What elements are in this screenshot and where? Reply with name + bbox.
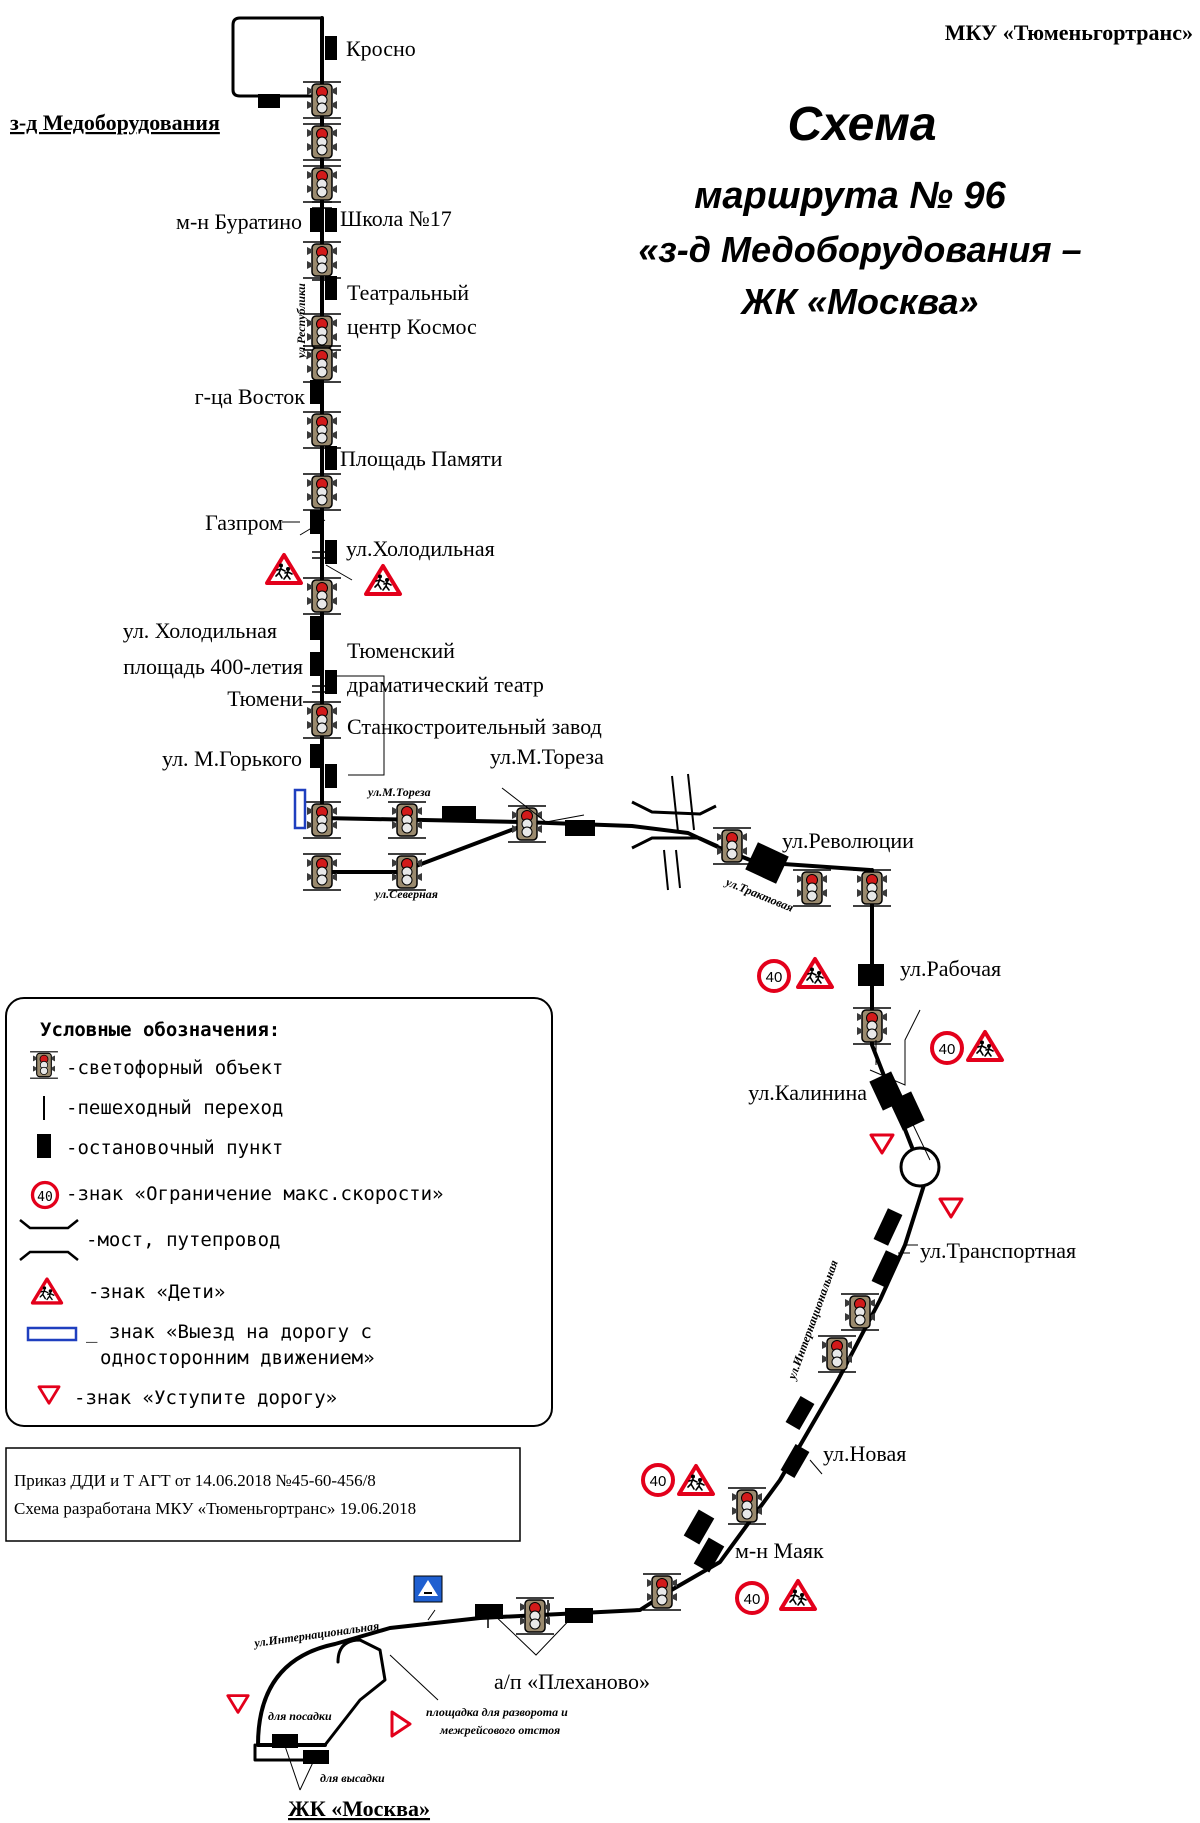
stop-vostok: г-ца Восток <box>195 384 306 409</box>
legend: Условные обозначения: -светофорный объек… <box>5 997 553 1427</box>
speed-limit-value: 40 <box>766 969 783 986</box>
legend-title: Условные обозначения: <box>40 1019 280 1041</box>
route-number: маршрута № 96 <box>694 175 1006 217</box>
speed-limit-value: 40 <box>650 1473 667 1490</box>
stop-kosmos: Театральный <box>347 280 469 305</box>
street-respubliki: ул.Республики <box>294 283 308 360</box>
stop-ploshad400-2: Тюмени <box>227 686 303 711</box>
legend-crossing: -пешеходный переход <box>66 1097 283 1119</box>
legend-bridge: -мост, путепровод <box>86 1229 280 1251</box>
stop-pamyati: Площадь Памяти <box>340 446 503 471</box>
scheme-title: Схема <box>787 98 936 151</box>
speed-limit-value: 40 <box>744 1591 761 1608</box>
route-name-line2: ЖК «Москва» <box>739 281 978 322</box>
footer-order: Приказ ДДИ и Т АГТ от 14.06.2018 №45-60-… <box>14 1471 376 1490</box>
stop-teatr: Тюменский <box>347 638 455 663</box>
stop-ploshad400: площадь 400-летия <box>123 654 303 679</box>
pointer-lines <box>282 519 931 1791</box>
legend-traffic-light: -светофорный объект <box>66 1057 283 1079</box>
oneway-sign-icon <box>293 788 307 830</box>
terminal-start: з-д Медоборудования <box>10 110 220 135</box>
street-toreza: ул.М.Тореза <box>366 785 431 799</box>
stop-teatr-2: драматический театр <box>347 672 544 697</box>
stop-stankozavod: Станкостроительный завод <box>347 714 602 739</box>
stop-krosno: Кросно <box>346 36 416 61</box>
speed-limit-value: 40 <box>939 1041 956 1058</box>
legend-children: -знак «Дети» <box>88 1281 225 1303</box>
footer-box: Приказ ДДИ и Т АГТ от 14.06.2018 №45-60-… <box>5 1447 521 1542</box>
stop-kosmos-2: центр Космос <box>347 314 477 339</box>
legend-oneway-2: односторонним движением» <box>100 1347 375 1369</box>
crosswalk-sign-icon <box>413 1575 443 1603</box>
street-severnaya: ул.Северная <box>373 887 438 901</box>
footer-developed: Схема разработана МКУ «Тюменьгортранс» 1… <box>14 1499 416 1518</box>
stop-plekhanovo: а/п «Плеханово» <box>494 1669 650 1694</box>
bridge-icon <box>631 773 719 891</box>
street-internatsionalnaya-south: ул.Интернациональная <box>251 1619 380 1651</box>
stop-novaya: ул.Новая <box>823 1441 906 1466</box>
stop-markers <box>258 36 925 1764</box>
legend-speed-value: 40 <box>37 1190 53 1205</box>
note-posadka: для посадки <box>268 1709 332 1723</box>
stop-kholodilnaya-east: ул.Холодильная <box>346 536 495 561</box>
legend-stop: -остановочный пункт <box>66 1137 283 1159</box>
org-name: МКУ «Тюменьгортранс» <box>945 20 1193 45</box>
stop-buratino: м-н Буратино <box>176 209 302 234</box>
yield-sign-right <box>390 1710 412 1738</box>
stop-rabochaya: ул.Рабочая <box>900 956 1001 981</box>
note-vysadka: для высадки <box>320 1771 385 1785</box>
stop-gorkogo: ул. М.Горького <box>162 746 302 771</box>
stop-kholodilnaya-west: ул. Холодильная <box>123 618 277 643</box>
legend-oneway: _ знак «Выезд на дорогу с <box>86 1321 372 1343</box>
stop-school17: Школа №17 <box>340 206 452 231</box>
legend-yield: -знак «Уступите дорогу» <box>74 1387 337 1409</box>
stop-gazprom: Газпром <box>205 510 283 535</box>
note-ploshadka: площадка для разворота и <box>426 1705 568 1719</box>
stop-revolyutsii: ул.Революции <box>782 828 914 853</box>
speed-limit-signs <box>641 959 964 1615</box>
route-name-line1: «з-д Медоборудования – <box>638 229 1081 270</box>
stop-toreza: ул.М.Тореза <box>490 744 604 769</box>
roundabout <box>899 1146 941 1188</box>
stop-mayak: м-н Маяк <box>735 1538 824 1563</box>
stop-transportnaya: ул.Транспортная <box>920 1238 1076 1263</box>
stop-kalinina: ул.Калинина <box>748 1080 867 1105</box>
street-traktovaya: ул.Трактовая <box>722 874 796 915</box>
note-ploshadka-2: межрейсового отстоя <box>439 1723 560 1737</box>
terminal-end: ЖК «Москва» <box>288 1796 430 1821</box>
legend-speed: -знак «Ограничение макс.скорости» <box>66 1183 444 1205</box>
